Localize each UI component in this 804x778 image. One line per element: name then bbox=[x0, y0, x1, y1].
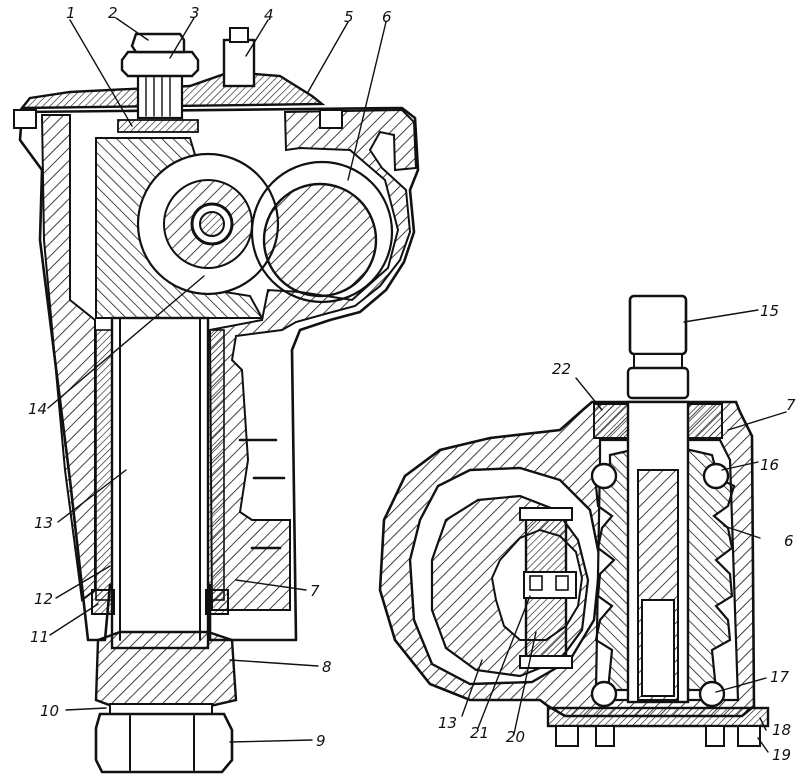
callout-8: 8 bbox=[322, 658, 332, 676]
bottom-cover bbox=[546, 706, 770, 728]
callout-19: 19 bbox=[772, 746, 791, 764]
shaft-bushing-right bbox=[207, 329, 225, 601]
cover-bolt-l2 bbox=[595, 725, 615, 747]
lower-ball-right bbox=[698, 680, 726, 708]
callout-7: 7 bbox=[310, 582, 320, 600]
callout-r6: 6 bbox=[784, 532, 794, 550]
adjusting-plate bbox=[117, 119, 199, 133]
callout-10: 10 bbox=[40, 702, 59, 720]
callout-6: 6 bbox=[382, 8, 392, 26]
output-shaft bbox=[110, 316, 210, 650]
callout-9: 9 bbox=[316, 732, 326, 750]
lower-clamp-nut bbox=[94, 630, 238, 708]
cover-bolt-l1 bbox=[555, 725, 579, 747]
gear-sector-inner bbox=[199, 211, 225, 237]
cover-bolt-r1 bbox=[705, 725, 725, 747]
screw-head bbox=[130, 32, 186, 54]
callout-12: 12 bbox=[34, 590, 53, 608]
right-sectional-view bbox=[378, 294, 770, 747]
callout-r7: 7 bbox=[786, 396, 796, 414]
shaft-bushing-left bbox=[95, 329, 113, 601]
cover-bolt-r2 bbox=[737, 725, 761, 747]
callout-labels-right: 7 6 13 15 16 17 18 19 20 21 22 bbox=[438, 302, 796, 764]
callout-18: 18 bbox=[772, 721, 791, 739]
callout-17: 17 bbox=[770, 668, 790, 686]
oil-seal-right bbox=[205, 589, 229, 615]
callout-14: 14 bbox=[28, 400, 47, 418]
callout-16: 16 bbox=[760, 456, 779, 474]
upper-ball-left bbox=[590, 462, 618, 490]
breather-valve bbox=[222, 38, 256, 88]
callout-labels-left: 1 2 3 4 5 6 7 8 9 10 11 12 13 14 bbox=[28, 4, 392, 750]
lower-ball-left bbox=[590, 680, 618, 708]
callout-5: 5 bbox=[344, 8, 354, 26]
callout-15: 15 bbox=[760, 302, 779, 320]
callout-21: 21 bbox=[470, 724, 489, 742]
shaft-collar bbox=[626, 366, 690, 400]
left-sectional-view bbox=[13, 27, 420, 774]
callout-22: 22 bbox=[552, 360, 571, 378]
cover-bolt-right bbox=[319, 109, 343, 129]
lower-washer bbox=[109, 703, 213, 715]
callout-1: 1 bbox=[66, 4, 76, 22]
worm-shaft-section bbox=[262, 182, 378, 298]
callout-3: 3 bbox=[190, 4, 200, 22]
lower-hex-nut bbox=[94, 712, 234, 774]
shaft-spline-end bbox=[628, 294, 688, 356]
input-shaft-bore bbox=[641, 599, 675, 697]
callout-2: 2 bbox=[108, 4, 118, 22]
upper-ball-right bbox=[702, 462, 730, 490]
shaft-neck bbox=[633, 353, 683, 369]
top-oil-seal bbox=[593, 403, 629, 439]
callout-11: 11 bbox=[30, 628, 49, 646]
oil-seal-left bbox=[91, 589, 115, 615]
callout-13: 13 bbox=[34, 514, 53, 532]
housing-wall-right bbox=[208, 108, 418, 611]
callout-4: 4 bbox=[264, 6, 274, 24]
cover-bolt-left bbox=[13, 109, 37, 129]
callout-20: 20 bbox=[506, 728, 525, 746]
callout-r13: 13 bbox=[438, 714, 457, 732]
worm-shaft-ring bbox=[250, 160, 394, 304]
leader-lines bbox=[47, 17, 787, 753]
lock-nut bbox=[120, 50, 200, 78]
